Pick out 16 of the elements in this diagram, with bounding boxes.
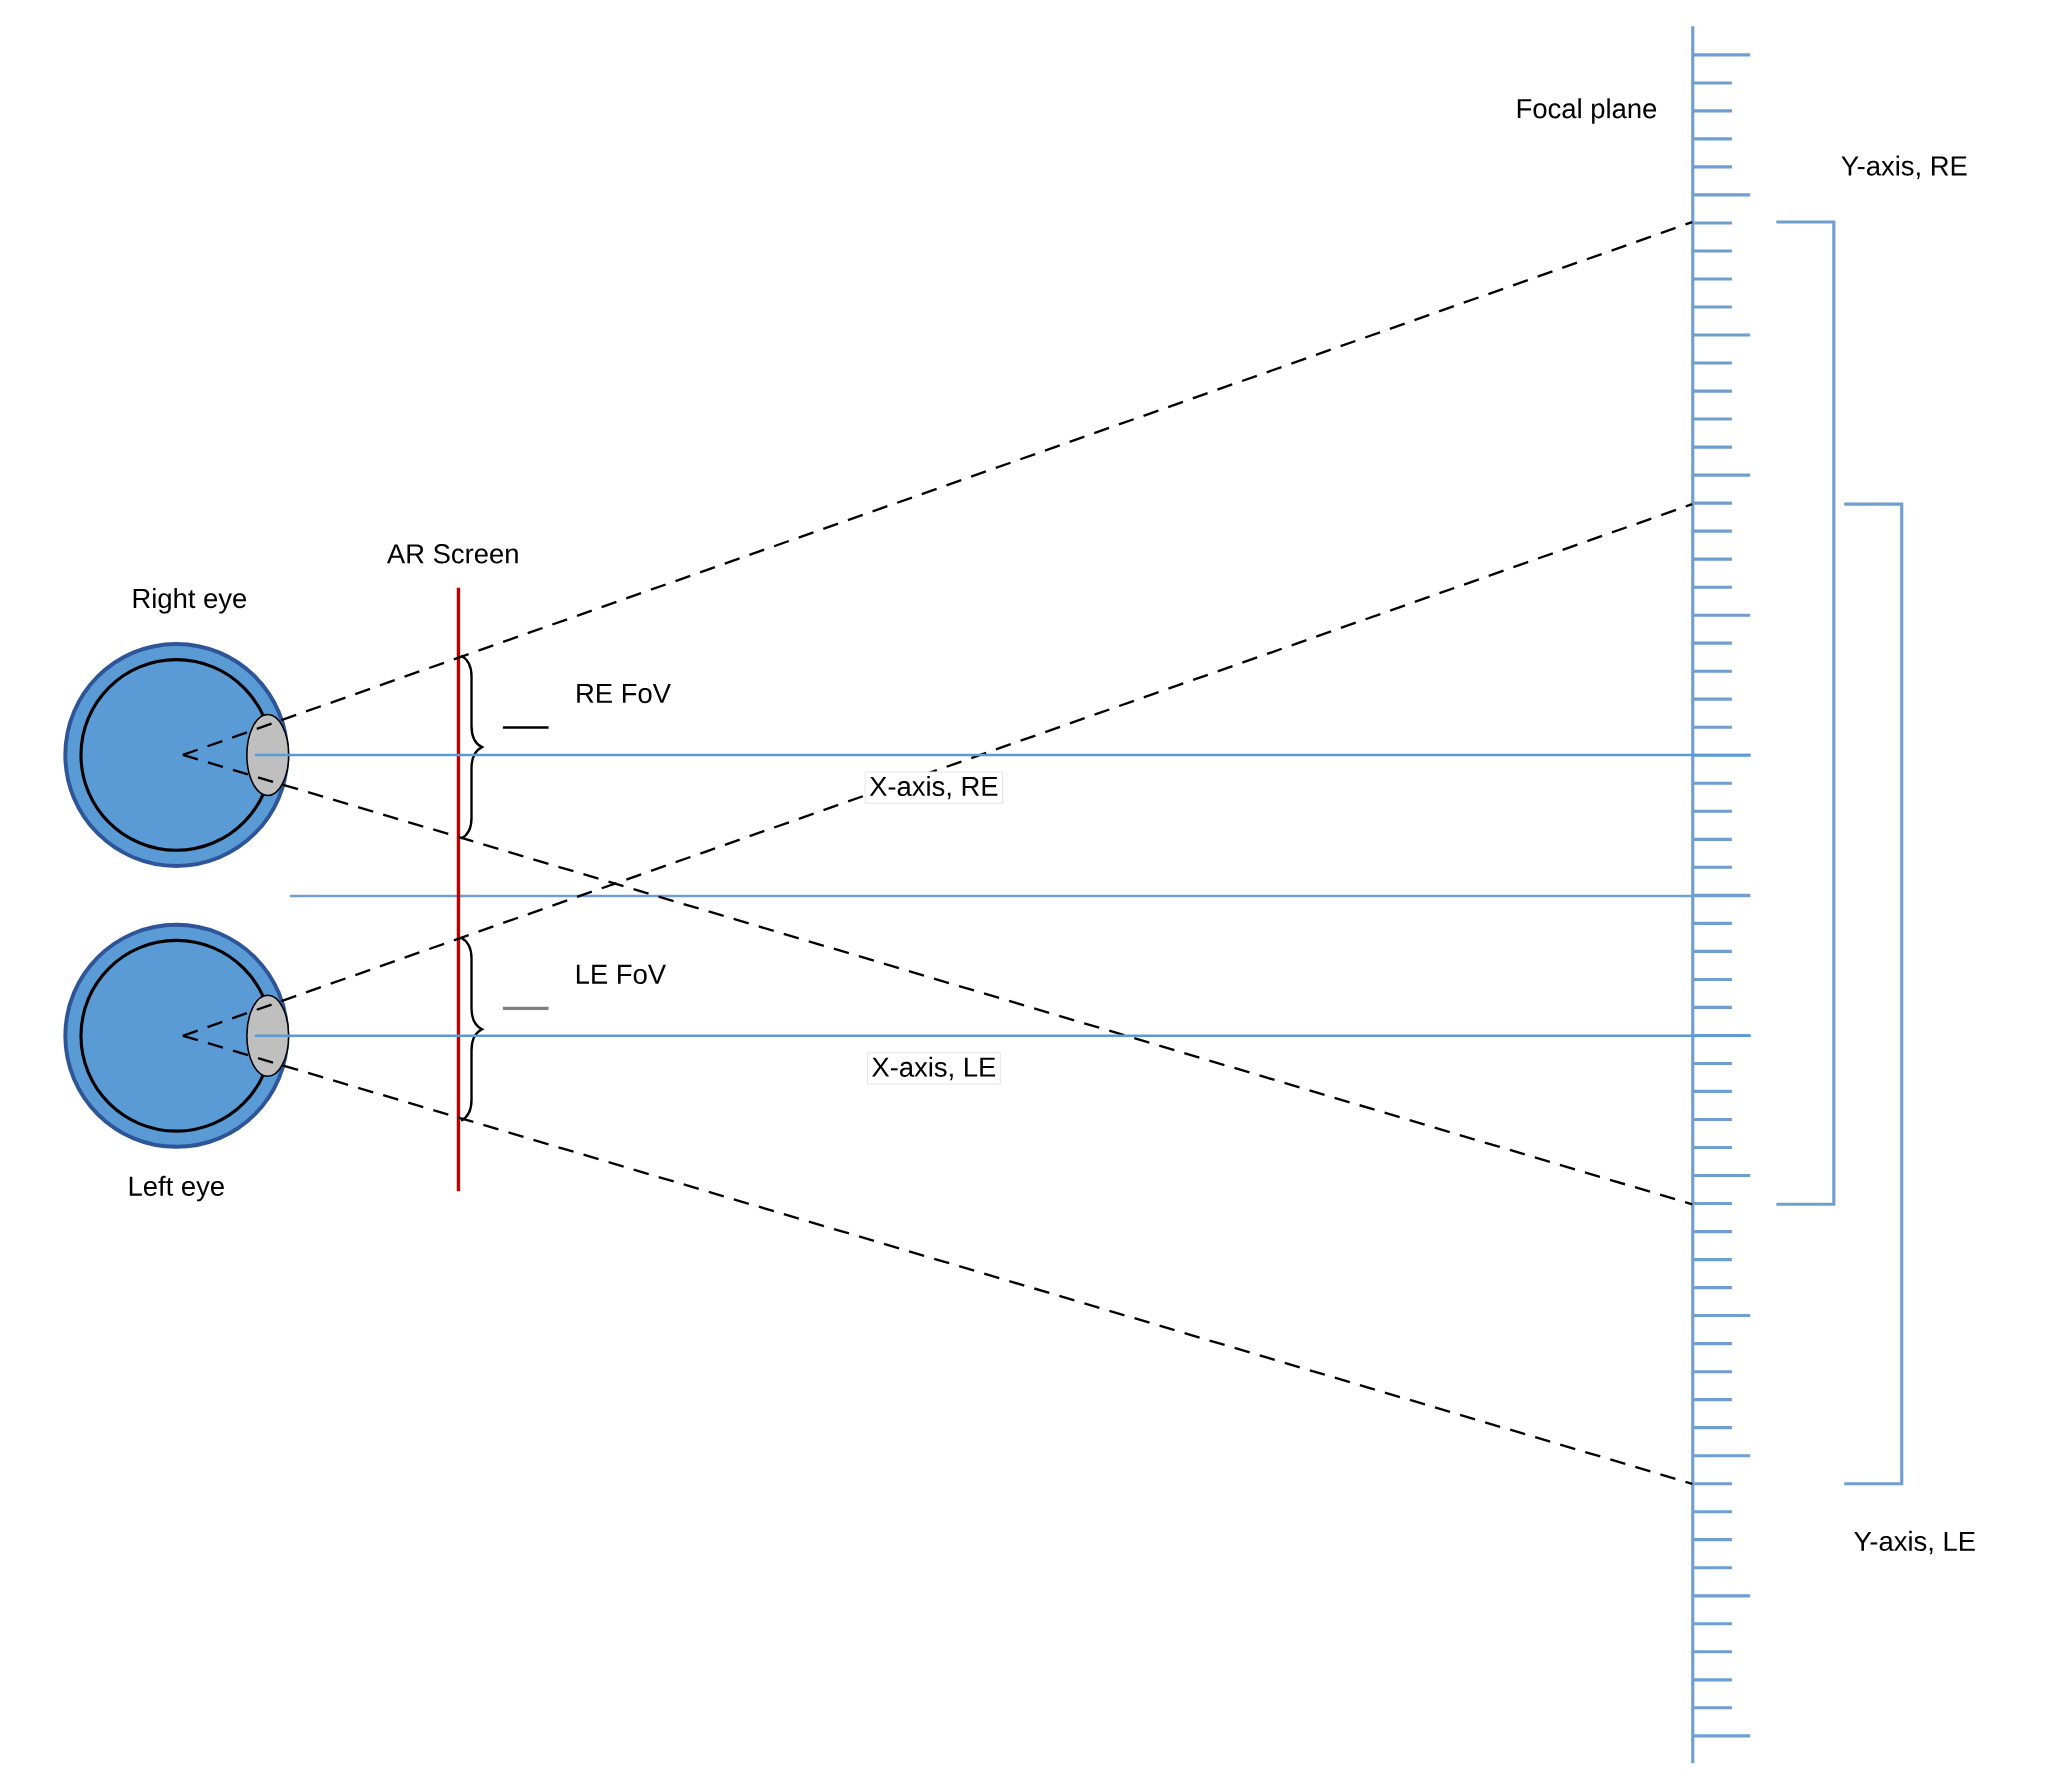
- ray-line: [182, 220, 1693, 756]
- eye-label: Right eye: [133, 587, 247, 614]
- axis-label: Y-axis, RE: [1841, 155, 1967, 179]
- axis-label: AR Screen: [386, 543, 518, 564]
- axis-label: LE FoV: [576, 964, 666, 984]
- axis-label: Y-axis, LE: [1854, 1530, 1975, 1554]
- axis-line: [254, 753, 1751, 756]
- edge-label: X-axis, RE: [864, 771, 1004, 804]
- axis-line: [254, 1034, 1751, 1037]
- focal-plane-label: Focal plane: [1517, 98, 1657, 124]
- axis-label: RE FoV: [577, 683, 671, 703]
- eye-label: Left eye: [129, 1175, 224, 1202]
- ray-line: [182, 753, 1693, 1206]
- ray-line: [182, 502, 1693, 1037]
- edge-label: X-axis, LE: [866, 1052, 1001, 1085]
- ray-line: [182, 1034, 1693, 1485]
